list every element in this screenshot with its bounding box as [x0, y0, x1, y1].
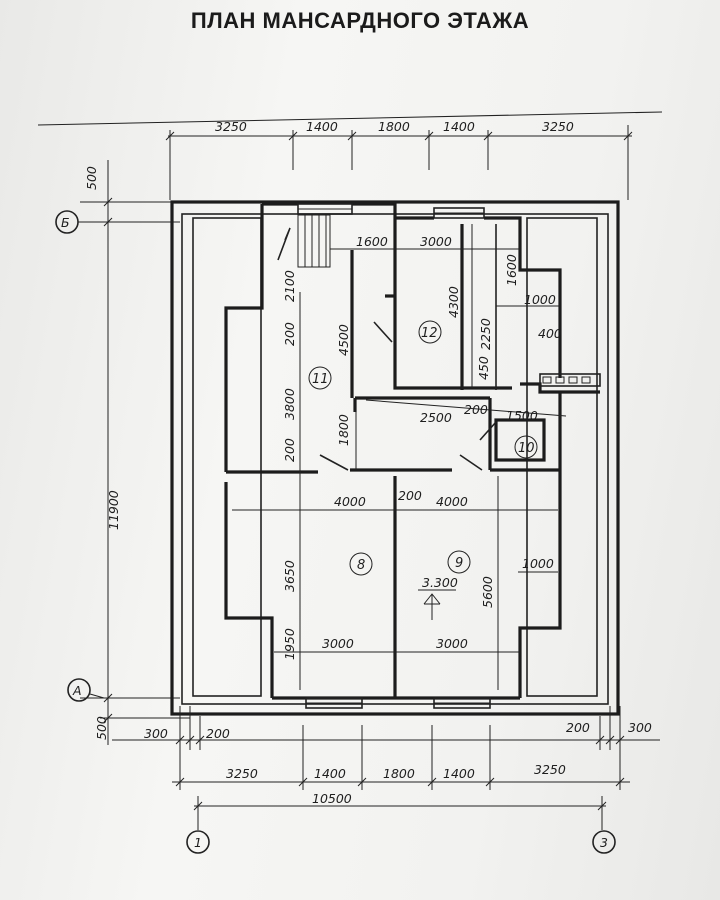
interior-dimension-texts: 1600 3000 4300 1600 1000 2250 400 450 21…: [282, 234, 562, 660]
doors: [319, 321, 497, 471]
top-dimension-chain: 3250 1400 1800 1400 3250: [165, 119, 633, 200]
svg-text:10: 10: [518, 441, 535, 456]
axis-marker-3: 3: [592, 830, 616, 854]
dim-3650: 3650: [282, 560, 297, 592]
dim-2250: 2250: [478, 318, 493, 350]
room-11-label: 11: [308, 366, 332, 390]
dim-3800: 3800: [282, 388, 297, 420]
dim-200-c: 200: [464, 402, 488, 417]
dim-1000-side: 1000: [522, 556, 554, 571]
guide-line-top: [37, 111, 663, 126]
dim-bottom-1800: 1800: [383, 766, 415, 781]
dim-left-11900: 11900: [106, 490, 121, 530]
staircase: [277, 214, 331, 268]
axis-marker-b: Б: [55, 210, 100, 234]
dim-bottom-300-right: 300: [628, 720, 652, 735]
dim-1800-v: 1800: [336, 414, 351, 446]
dim-200-b: 200: [282, 438, 297, 462]
dim-top-1400-right: 1400: [443, 119, 475, 134]
room-8-label: 8: [349, 552, 373, 576]
dim-bottom-3250-right: 3250: [534, 762, 566, 777]
dim-5600: 5600: [480, 576, 495, 608]
axis-marker-a: А: [67, 678, 105, 702]
dim-4000-b: 4000: [436, 494, 468, 509]
dim-top-1400-left: 1400: [306, 119, 338, 134]
bottom-dimension-chain: 3250 1400 1800 1400 3250: [172, 725, 630, 790]
svg-text:9: 9: [455, 556, 463, 571]
svg-text:Б: Б: [61, 215, 70, 230]
dim-left-500-top: 500: [84, 166, 99, 190]
vent-blocks: [539, 373, 601, 387]
dim-2500: 2500: [420, 410, 452, 425]
interior-dimension-lines: [232, 224, 567, 690]
dim-3000-bottom-left: 3000: [322, 636, 354, 651]
axis-marker-1: 1: [186, 830, 210, 854]
svg-text:А: А: [72, 683, 82, 698]
dim-1600-v: 1600: [504, 254, 519, 286]
dim-left-500-bottom: 500: [94, 716, 109, 740]
dim-bottom-200-right: 200: [566, 720, 590, 735]
dim-1950: 1950: [282, 628, 297, 660]
svg-text:1: 1: [194, 835, 202, 850]
svg-text:11: 11: [312, 372, 329, 387]
dim-bottom-1400-right: 1400: [443, 766, 475, 781]
dim-200-a: 200: [282, 322, 297, 346]
dim-400: 400: [538, 326, 562, 341]
total-width-chain: 10500: [193, 791, 607, 830]
dim-4500: 4500: [336, 324, 351, 356]
room-9-label: 9: [447, 550, 471, 574]
svg-text:12: 12: [421, 326, 438, 341]
room-12-label: 12: [418, 320, 442, 344]
dim-top-1800: 1800: [378, 119, 410, 134]
dim-1000-top: 1000: [524, 292, 556, 307]
svg-text:3: 3: [600, 835, 608, 850]
room-10-label: 10: [514, 435, 538, 459]
dim-bottom-200-left: 200: [206, 726, 230, 741]
dim-total-10500: 10500: [312, 791, 352, 806]
dim-bottom-1400-left: 1400: [314, 766, 346, 781]
dim-bottom-300-left: 300: [144, 726, 168, 741]
dim-4300: 4300: [446, 286, 461, 318]
dim-top-3250-right: 3250: [542, 119, 574, 134]
dim-3000-top: 3000: [420, 234, 452, 249]
dim-bottom-3250-left: 3250: [226, 766, 258, 781]
dim-top-3250-left: 3250: [215, 119, 247, 134]
knee-walls: [192, 217, 598, 697]
dim-1500: 1500: [506, 408, 538, 423]
dim-4000-a: 4000: [334, 494, 366, 509]
room-labels: 12 11 10 8 9: [308, 320, 538, 576]
dim-450: 450: [476, 356, 491, 380]
windows: [297, 203, 491, 709]
dim-200-d: 200: [398, 488, 422, 503]
dim-1600-a: 1600: [356, 234, 388, 249]
level-3300: 3.300: [422, 575, 458, 590]
page-title: ПЛАН МАНСАРДНОГО ЭТАЖА: [190, 8, 530, 33]
bottom-edge-dims: 300 200 200 300: [112, 706, 660, 790]
svg-text:8: 8: [357, 558, 365, 573]
dim-3000-bottom-right: 3000: [436, 636, 468, 651]
level-mark: 3.300: [418, 575, 458, 620]
dim-2100: 2100: [282, 270, 297, 302]
